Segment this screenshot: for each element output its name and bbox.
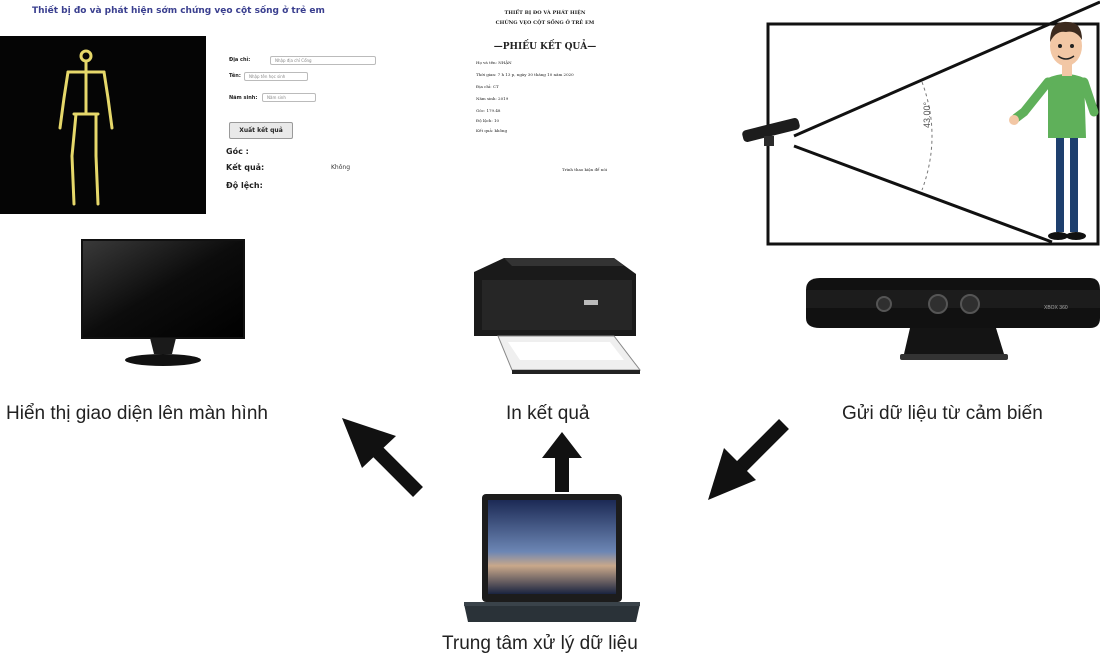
person-figure xyxy=(1009,21,1099,240)
sheet-org-line1: THIẾT BỊ ĐO VÀ PHÁT HIỆN xyxy=(504,10,586,16)
result-value: Không xyxy=(331,164,351,171)
export-results-button[interactable]: Xuất kết quả xyxy=(229,122,293,139)
skeleton-figure xyxy=(58,49,114,206)
caption-laptop: Trung tâm xử lý dữ liệu xyxy=(442,633,638,654)
address-input[interactable]: Nhập địa chỉ Cổng xyxy=(270,56,376,65)
result-label: Kết quả: xyxy=(226,163,265,172)
caption-sensor: Gửi dữ liệu từ cảm biến xyxy=(842,403,1043,424)
caption-printer: In kết quả xyxy=(506,403,590,424)
deviation-result-label: Độ lệch: xyxy=(226,181,263,190)
monitor-icon xyxy=(81,239,245,366)
sheet-row: Thời gian: 7 h 13 p, ngày 30 tháng 10 nă… xyxy=(476,72,574,77)
sheet-row: Họ và tên: NHẬN xyxy=(476,60,512,65)
result-sheet: THIẾT BỊ ĐO VÀ PHÁT HIỆN CHỨNG VẸO CỘT S… xyxy=(470,0,640,215)
sheet-row: Năm sinh: 2019 xyxy=(476,96,509,101)
sheet-heading: —PHIẾU KẾT QUẢ— xyxy=(493,42,597,52)
sheet-signature: Trình thao kiện để nói xyxy=(562,167,608,172)
name-label: Tên: xyxy=(229,73,241,79)
arrow-to-monitor-icon xyxy=(342,418,423,497)
sheet-row: Kết quả: không xyxy=(476,128,508,133)
sheet-org-line2: CHỨNG VẸO CỘT SỐNG Ở TRẺ EM xyxy=(495,20,595,26)
skeleton-view xyxy=(0,36,206,214)
kinect-sensor-icon xyxy=(806,278,1100,360)
arrow-to-printer-icon xyxy=(542,432,582,492)
angle-result-label: Góc : xyxy=(226,147,249,156)
caption-monitor: Hiển thị giao diện lên màn hình xyxy=(6,403,268,424)
sensor-scene-drawing xyxy=(742,0,1100,246)
arrow-from-sensor-icon xyxy=(708,419,789,500)
birth-year-label: Năm sinh: xyxy=(229,95,258,101)
kinect-label: XBOX 360 xyxy=(1044,305,1068,311)
address-label: Địa chỉ: xyxy=(229,57,251,63)
sheet-row: Góc: 179.48 xyxy=(476,108,501,113)
name-input[interactable]: Nhập tên học sinh xyxy=(244,72,308,81)
sensor-scene: 43.00° xyxy=(736,0,1100,250)
birth-year-input[interactable]: Năm sinh xyxy=(262,93,316,102)
laptop-icon xyxy=(464,494,640,622)
sheet-row: Độ lệch: 10 xyxy=(476,118,500,123)
app-title: Thiết bị đo và phát hiện sớm chứng vẹo c… xyxy=(32,6,325,16)
printer-icon xyxy=(474,258,642,374)
sheet-row: Địa chỉ: CT xyxy=(476,84,499,89)
